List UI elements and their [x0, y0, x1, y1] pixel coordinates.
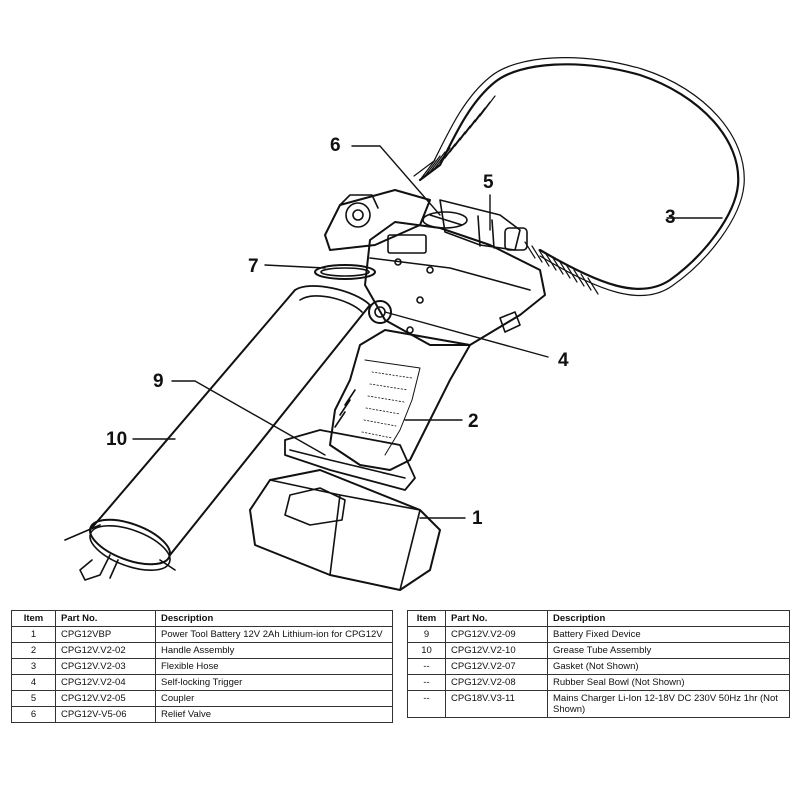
- header-part-no: Part No.: [445, 610, 548, 627]
- part-no-cell: CPG12V.V2-09: [445, 626, 548, 643]
- description-cell: Handle Assembly: [155, 642, 393, 659]
- description-cell: Rubber Seal Bowl (Not Shown): [547, 674, 790, 691]
- item-cell: 9: [407, 626, 446, 643]
- callout-4: 4: [558, 350, 569, 371]
- callout-6: 6: [330, 135, 341, 156]
- callout-9: 9: [153, 371, 164, 392]
- description-cell: Grease Tube Assembly: [547, 642, 790, 659]
- table-row: 3 CPG12V.V2-03 Flexible Hose: [11, 658, 393, 675]
- table-row: 5 CPG12V.V2-05 Coupler: [11, 690, 393, 707]
- battery-fixed-device: [284, 429, 416, 491]
- description-cell: Battery Fixed Device: [547, 626, 790, 643]
- item-cell: 5: [11, 690, 56, 707]
- table-row: -- CPG18V.V3-11 Mains Charger Li-Ion 12-…: [407, 690, 790, 718]
- part-no-cell: CPG12V.V2-03: [55, 658, 156, 675]
- description-cell: Coupler: [155, 690, 393, 707]
- callout-2: 2: [468, 411, 479, 432]
- item-cell: 2: [11, 642, 56, 659]
- parts-table-left: Item Part No. Description 1 CPG12VBP Pow…: [11, 610, 393, 723]
- item-cell: --: [407, 690, 446, 718]
- table-row: 4 CPG12V.V2-04 Self-locking Trigger: [11, 674, 393, 691]
- part-no-cell: CPG12V.V2-07: [445, 658, 548, 675]
- table-row: 1 CPG12VBP Power Tool Battery 12V 2Ah Li…: [11, 626, 393, 643]
- relief-valve: [422, 211, 468, 229]
- part-no-cell: CPG18V.V3-11: [445, 690, 548, 718]
- grease-tube: [64, 285, 371, 581]
- table-row: 2 CPG12V.V2-02 Handle Assembly: [11, 642, 393, 659]
- part-no-cell: CPG12V-V5-06: [55, 706, 156, 723]
- callout-3: 3: [665, 207, 676, 228]
- leader-lines: [132, 145, 723, 519]
- coupler: [439, 199, 528, 251]
- handle-assembly: [329, 329, 471, 471]
- callout-5: 5: [483, 172, 494, 193]
- part-no-cell: CPG12VBP: [55, 626, 156, 643]
- table-row: -- CPG12V.V2-07 Gasket (Not Shown): [407, 658, 790, 675]
- item-cell: --: [407, 658, 446, 675]
- flexible-hose: [413, 57, 745, 297]
- description-cell: Gasket (Not Shown): [547, 658, 790, 675]
- table-row: 10 CPG12V.V2-10 Grease Tube Assembly: [407, 642, 790, 659]
- gasket: [314, 264, 376, 280]
- description-cell: Self-locking Trigger: [155, 674, 393, 691]
- item-cell: 3: [11, 658, 56, 675]
- table-header-row: Item Part No. Description: [11, 610, 393, 627]
- header-item: Item: [407, 610, 446, 627]
- part-no-cell: CPG12V.V2-04: [55, 674, 156, 691]
- header-part-no: Part No.: [55, 610, 156, 627]
- description-cell: Power Tool Battery 12V 2Ah Lithium-ion f…: [155, 626, 393, 643]
- item-cell: 4: [11, 674, 56, 691]
- item-cell: 1: [11, 626, 56, 643]
- item-cell: 6: [11, 706, 56, 723]
- table-header-row: Item Part No. Description: [407, 610, 790, 627]
- callout-1: 1: [472, 508, 483, 529]
- header-description: Description: [155, 610, 393, 627]
- part-no-cell: CPG12V.V2-02: [55, 642, 156, 659]
- description-cell: Flexible Hose: [155, 658, 393, 675]
- part-no-cell: CPG12V.V2-10: [445, 642, 548, 659]
- exploded-view-diagram: [64, 57, 745, 591]
- table-row: 9 CPG12V.V2-09 Battery Fixed Device: [407, 626, 790, 643]
- callout-7: 7: [248, 256, 259, 277]
- callout-10: 10: [106, 429, 128, 450]
- part-no-cell: CPG12V.V2-05: [55, 690, 156, 707]
- battery: [249, 469, 441, 591]
- table-row: 6 CPG12V-V5-06 Relief Valve: [11, 706, 393, 723]
- description-cell: Relief Valve: [155, 706, 393, 723]
- description-cell: Mains Charger Li-Ion 12-18V DC 230V 50Hz…: [547, 690, 790, 718]
- header-item: Item: [11, 610, 56, 627]
- item-cell: --: [407, 674, 446, 691]
- item-cell: 10: [407, 642, 446, 659]
- part-no-cell: CPG12V.V2-08: [445, 674, 548, 691]
- table-row: -- CPG12V.V2-08 Rubber Seal Bowl (Not Sh…: [407, 674, 790, 691]
- parts-table-right: Item Part No. Description 9 CPG12V.V2-09…: [407, 610, 790, 718]
- header-description: Description: [547, 610, 790, 627]
